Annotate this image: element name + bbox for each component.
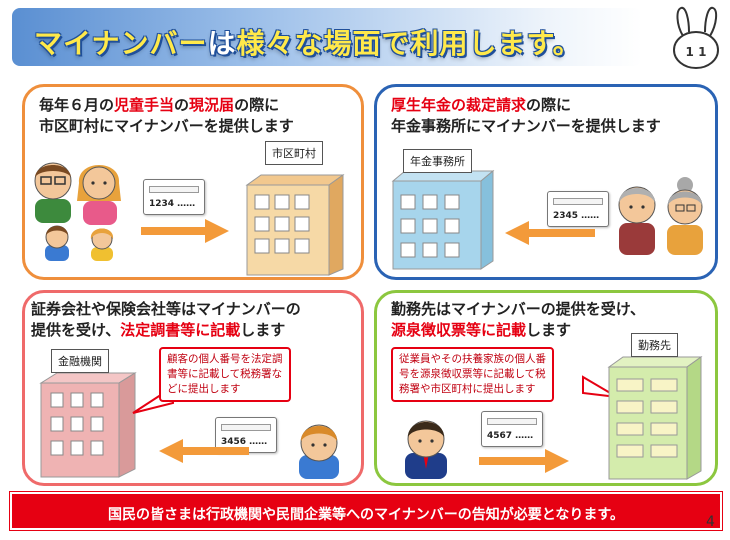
text-segment: 厚生年金の裁定請求 (391, 96, 527, 114)
arrow-right-icon (479, 449, 569, 473)
panel3-line2: 提供を受け、法定調書等に記載します (31, 320, 301, 341)
text-segment: 児童手当 (114, 96, 175, 114)
building-label: 勤務先 (631, 333, 678, 357)
text-segment: の際に (234, 96, 280, 114)
my-number-card: 4567 …… (481, 411, 543, 447)
employee-person-illustration (405, 420, 447, 479)
footer-banner: 国民の皆さまは行政機関や民間企業等へのマイナンバーの告知が必要となります。 (9, 491, 723, 531)
panel1-heading: 毎年６月の児童手当の現況届の際に 市区町村にマイナンバーを提供します (39, 95, 294, 137)
panel1-line2: 市区町村にマイナンバーを提供します (39, 116, 294, 137)
panel-employer: 勤務先はマイナンバーの提供を受け、 源泉徴収票等に記載します 従業員やその扶養家… (374, 290, 718, 486)
my-number-card: 2345 …… (547, 191, 609, 227)
callout-securities: 顧客の個人番号を法定調 書等に記載して税務署な どに提出します (159, 347, 291, 402)
building-label: 金融機関 (51, 349, 109, 373)
financial-institution-building-icon (39, 372, 137, 478)
panel2-heading: 厚生年金の裁定請求の際に 年金事務所にマイナンバーを提供します (391, 95, 661, 137)
callout-employer: 従業員やその扶養家族の個人番 号を源泉徴収票等に記載して税 務署や市区町村に提出… (391, 347, 554, 402)
title-particle: は (207, 27, 237, 60)
callout-line: どに提出します (167, 383, 241, 395)
panel1-line1: 毎年６月の児童手当の現況届の際に (39, 95, 294, 116)
text-segment: 提供を受け、 (31, 321, 121, 339)
page-number: 4 (706, 514, 715, 530)
panel4-line2: 源泉徴収票等に記載します (391, 320, 645, 341)
title-banner: マイナンバーは様々な場面で利用します。 (12, 8, 642, 66)
text-segment: 法定調書等に記載 (120, 321, 241, 339)
callout-line: 務署や市区町村に提出します (399, 383, 536, 395)
text-segment: 現況届 (189, 96, 235, 114)
text-segment: 証券会社や保険会社等はマイナンバーの (31, 300, 301, 318)
callout-line: 書等に記載して税務署な (167, 368, 283, 380)
text-segment: 市区町村にマイナンバーを提供します (39, 117, 294, 135)
card-stripe (221, 424, 271, 431)
my-number-card: 1234 …… (143, 179, 205, 215)
text-segment: 源泉徴収票等に記載 (391, 321, 527, 339)
panel-pension: 厚生年金の裁定請求の際に 年金事務所にマイナンバーを提供します 年金事務所 23… (374, 84, 718, 280)
card-stripe (149, 186, 199, 193)
family-illustration (34, 162, 121, 261)
title-highlight: マイナンバー (34, 27, 208, 60)
text-segment: 勤務先はマイナンバーの提供を受け、 (391, 300, 645, 318)
callout-line: 顧客の個人番号を法定調 (167, 353, 283, 365)
panel4-heading: 勤務先はマイナンバーの提供を受け、 源泉徴収票等に記載します (391, 299, 645, 341)
card-number: 3456 …… (221, 437, 268, 447)
city-hall-building-icon (245, 174, 345, 276)
customer-person-illustration (299, 424, 339, 479)
callout-line: 従業員やその扶養家族の個人番 (399, 353, 546, 365)
panel3-line1: 証券会社や保険会社等はマイナンバーの (31, 299, 301, 320)
panel2-line1: 厚生年金の裁定請求の際に (391, 95, 661, 116)
pension-office-building-icon (391, 169, 495, 270)
text-segment: 年金事務所にマイナンバーを提供します (391, 117, 661, 135)
workplace-building-icon (607, 356, 703, 480)
callout-line: 号を源泉徴収票等に記載して税 (399, 368, 546, 380)
panel-child-allowance: 毎年６月の児童手当の現況届の際に 市区町村にマイナンバーを提供します 1234 … (22, 84, 364, 280)
page-title: マイナンバーは様々な場面で利用します。 (34, 22, 582, 62)
text-segment: します (240, 321, 286, 339)
elderly-couple-illustration (618, 177, 703, 255)
card-stripe (553, 198, 603, 205)
arrow-left-icon (505, 221, 595, 245)
card-number: 2345 …… (553, 211, 600, 221)
text-segment: の際に (526, 96, 572, 114)
panel-securities: 証券会社や保険会社等はマイナンバーの 提供を受け、法定調書等に記載します 金融機… (22, 290, 364, 486)
footer-message: 国民の皆さまは行政機関や民間企業等へのマイナンバーの告知が必要となります。 (108, 507, 624, 523)
title-rest: 様々な場面で利用します。 (236, 27, 582, 60)
arrow-right-icon (141, 219, 229, 243)
text-segment: 毎年６月の (39, 96, 115, 114)
arrow-left-icon (159, 439, 249, 463)
rabbit-mascot-icon: 1 1 (673, 6, 719, 69)
building-label: 年金事務所 (403, 149, 472, 173)
card-number: 4567 …… (487, 431, 534, 441)
card-stripe (487, 418, 537, 425)
panel2-line2: 年金事務所にマイナンバーを提供します (391, 116, 661, 137)
text-segment: の (174, 96, 190, 114)
card-number: 1234 …… (149, 199, 196, 209)
building-label: 市区町村 (265, 141, 323, 165)
mascot-face-text: 1 1 (686, 45, 707, 59)
text-segment: します (526, 321, 572, 339)
panel4-line1: 勤務先はマイナンバーの提供を受け、 (391, 299, 645, 320)
panel3-heading: 証券会社や保険会社等はマイナンバーの 提供を受け、法定調書等に記載します (31, 299, 301, 341)
